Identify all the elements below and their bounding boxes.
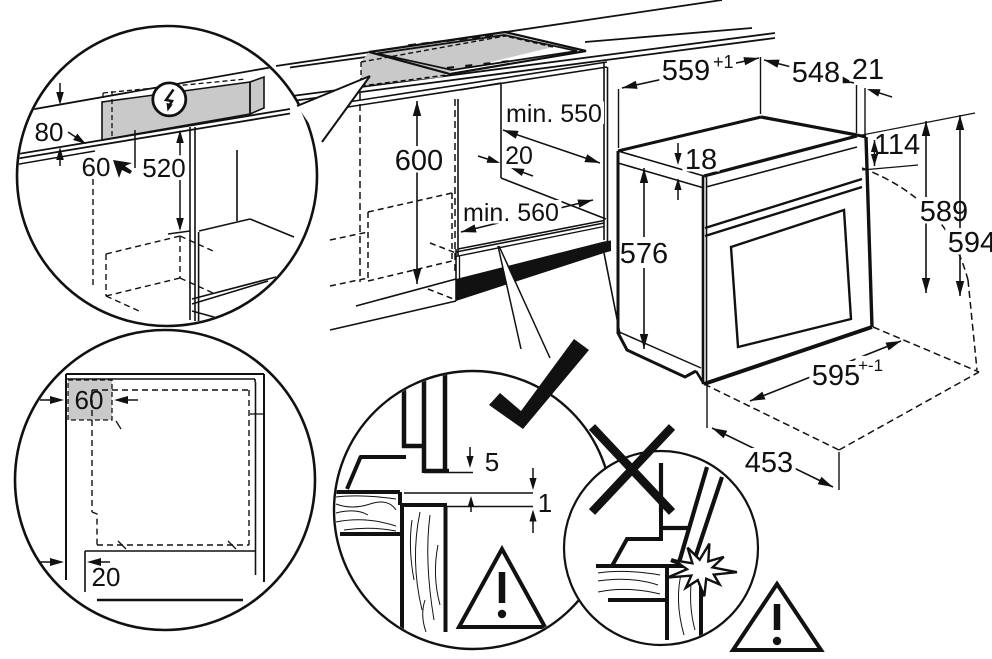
svg-text:1: 1 <box>538 488 552 518</box>
svg-text:20: 20 <box>92 562 121 592</box>
svg-text:114: 114 <box>874 129 920 161</box>
svg-text:min. 550: min. 550 <box>506 100 602 128</box>
svg-text:595: 595 <box>812 360 860 392</box>
svg-text:576: 576 <box>620 238 668 270</box>
svg-text:589: 589 <box>920 196 968 228</box>
svg-text:+1: +1 <box>713 52 734 72</box>
svg-text:+-1: +-1 <box>858 356 883 375</box>
svg-text:559: 559 <box>662 55 710 87</box>
svg-text:548: 548 <box>792 57 840 89</box>
svg-text:21: 21 <box>852 54 884 86</box>
svg-text:600: 600 <box>395 145 443 177</box>
svg-text:594: 594 <box>948 227 992 259</box>
svg-text:18: 18 <box>685 144 717 176</box>
svg-text:20: 20 <box>505 142 533 170</box>
svg-text:80: 80 <box>35 117 64 147</box>
svg-text:60: 60 <box>75 385 104 415</box>
svg-text:min. 560: min. 560 <box>463 199 559 227</box>
svg-text:5: 5 <box>485 447 499 477</box>
svg-text:60: 60 <box>82 152 111 182</box>
svg-text:520: 520 <box>142 153 185 183</box>
svg-text:453: 453 <box>745 447 793 479</box>
